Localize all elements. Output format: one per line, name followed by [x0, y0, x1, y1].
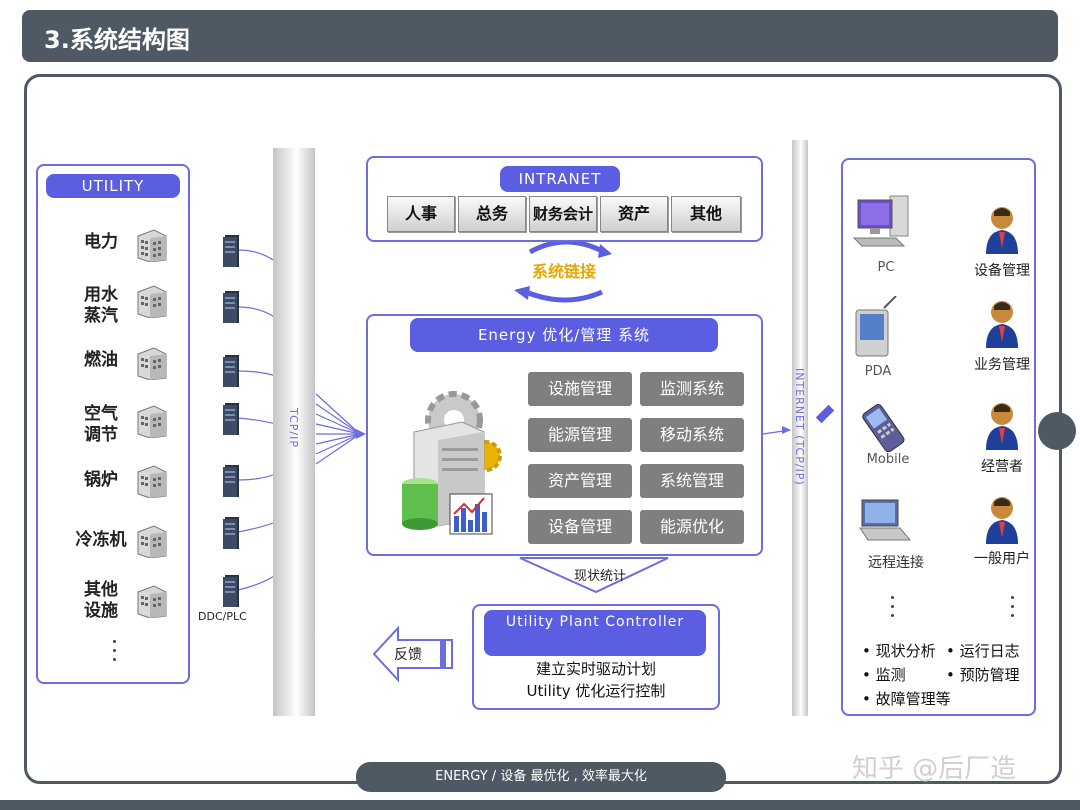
- building-icon: [137, 347, 167, 380]
- feature-operation-log: • 运行日志: [946, 642, 1020, 660]
- function-system-mgmt: 系统管理: [640, 464, 744, 498]
- device-pda-label: PDA: [864, 364, 892, 379]
- user-business-mgmt-label: 业务管理: [974, 357, 1030, 373]
- pc-icon: [852, 195, 909, 247]
- function-asset-mgmt: 资产管理: [528, 464, 632, 498]
- building-icon: [137, 585, 167, 618]
- plc-icon: [223, 235, 239, 267]
- more-dots: [1011, 596, 1015, 623]
- function-facility-mgmt: 设施管理: [528, 372, 632, 406]
- watermark: 知乎 @后厂造: [852, 754, 1017, 784]
- user-icon: [986, 207, 1018, 254]
- status-stats-label: 现状统计: [573, 569, 626, 584]
- building-icon: [137, 465, 167, 498]
- utility-title: UTILITY: [46, 174, 180, 198]
- tcp-ip-label: TCP/IP: [287, 408, 300, 448]
- feature-status-analysis: • 现状分析: [862, 642, 936, 660]
- feature-preventive-mgmt: • 预防管理: [946, 666, 1020, 684]
- utility-item-power: 电力: [84, 232, 118, 252]
- controller-line-plan: 建立实时驱动计划: [535, 660, 656, 678]
- system-link-label: 系统链接: [531, 262, 596, 281]
- server-gear-icon: [402, 391, 502, 535]
- more-dots: [113, 640, 117, 667]
- plc-icon: [223, 291, 239, 323]
- building-icon: [137, 405, 167, 438]
- frame-knob: [1038, 412, 1076, 450]
- intranet-module-admin: 总务: [458, 196, 526, 232]
- utility-item-other: 其他 设施: [84, 580, 118, 621]
- utility-item-boiler: 锅炉: [84, 470, 118, 490]
- utility-item-water-steam: 用水 蒸汽: [84, 285, 118, 326]
- plc-icon: [223, 465, 239, 497]
- tcp-ip-pipe: [273, 148, 315, 716]
- feedback-label: 反馈: [394, 647, 422, 663]
- device-pc-label: PC: [877, 260, 895, 275]
- internet-pipe: [792, 140, 808, 716]
- building-icon: [137, 285, 167, 318]
- intranet-module-assets: 资产: [600, 196, 668, 232]
- plc-label: DDC/PLC: [198, 610, 247, 623]
- feature-fault-mgmt: • 故障管理等: [862, 690, 951, 708]
- function-energy-mgmt: 能源管理: [528, 418, 632, 452]
- intranet-module-other: 其他: [671, 196, 741, 232]
- user-general-label: 一般用户: [974, 551, 1030, 567]
- intranet-module-hr: 人事: [387, 196, 455, 232]
- function-monitoring: 监测系统: [640, 372, 744, 406]
- controller-title: Utility Plant Controller: [484, 610, 706, 656]
- building-icon: [137, 229, 167, 262]
- user-executive-label: 经营者: [981, 459, 1023, 475]
- user-equipment-mgmt-label: 设备管理: [974, 263, 1030, 279]
- controller-line-control: Utility 优化运行控制: [526, 682, 666, 700]
- title-bar: [22, 10, 1058, 62]
- intranet-title: INTRANET: [500, 166, 620, 192]
- device-mobile-label: Mobile: [866, 452, 910, 467]
- function-equipment-mgmt: 设备管理: [528, 510, 632, 544]
- mobile-phone-icon: [862, 404, 905, 452]
- intranet-module-finance: 财务会计: [529, 196, 597, 232]
- energy-system-title: Energy 优化/管理 系统: [410, 318, 718, 352]
- plc-icon: [223, 355, 239, 387]
- pda-icon: [855, 296, 897, 357]
- user-icon: [986, 301, 1018, 348]
- function-mobile: 移动系统: [640, 418, 744, 452]
- utility-item-hvac: 空气 调节: [84, 404, 118, 445]
- function-energy-optimization: 能源优化: [640, 510, 744, 544]
- utility-item-fuel: 燃油: [84, 350, 118, 370]
- plc-icon: [223, 517, 239, 549]
- plc-icon: [223, 575, 239, 607]
- more-dots: [891, 596, 895, 623]
- device-remote-label: 远程连接: [868, 555, 924, 571]
- feature-monitoring: • 监测: [862, 666, 906, 684]
- bottom-bar: [0, 800, 1080, 810]
- page-title: 3.系统结构图: [44, 26, 190, 54]
- user-icon: [986, 403, 1018, 450]
- plc-icon: [223, 403, 239, 435]
- footer-slogan: ENERGY / 设备 最优化 , 效率最大化: [356, 762, 726, 792]
- internet-label: INTERNET (TCP/IP): [793, 368, 806, 486]
- laptop-icon: [859, 499, 912, 541]
- utility-item-chiller: 冷冻机: [75, 530, 127, 550]
- building-icon: [137, 525, 167, 558]
- user-icon: [986, 497, 1018, 544]
